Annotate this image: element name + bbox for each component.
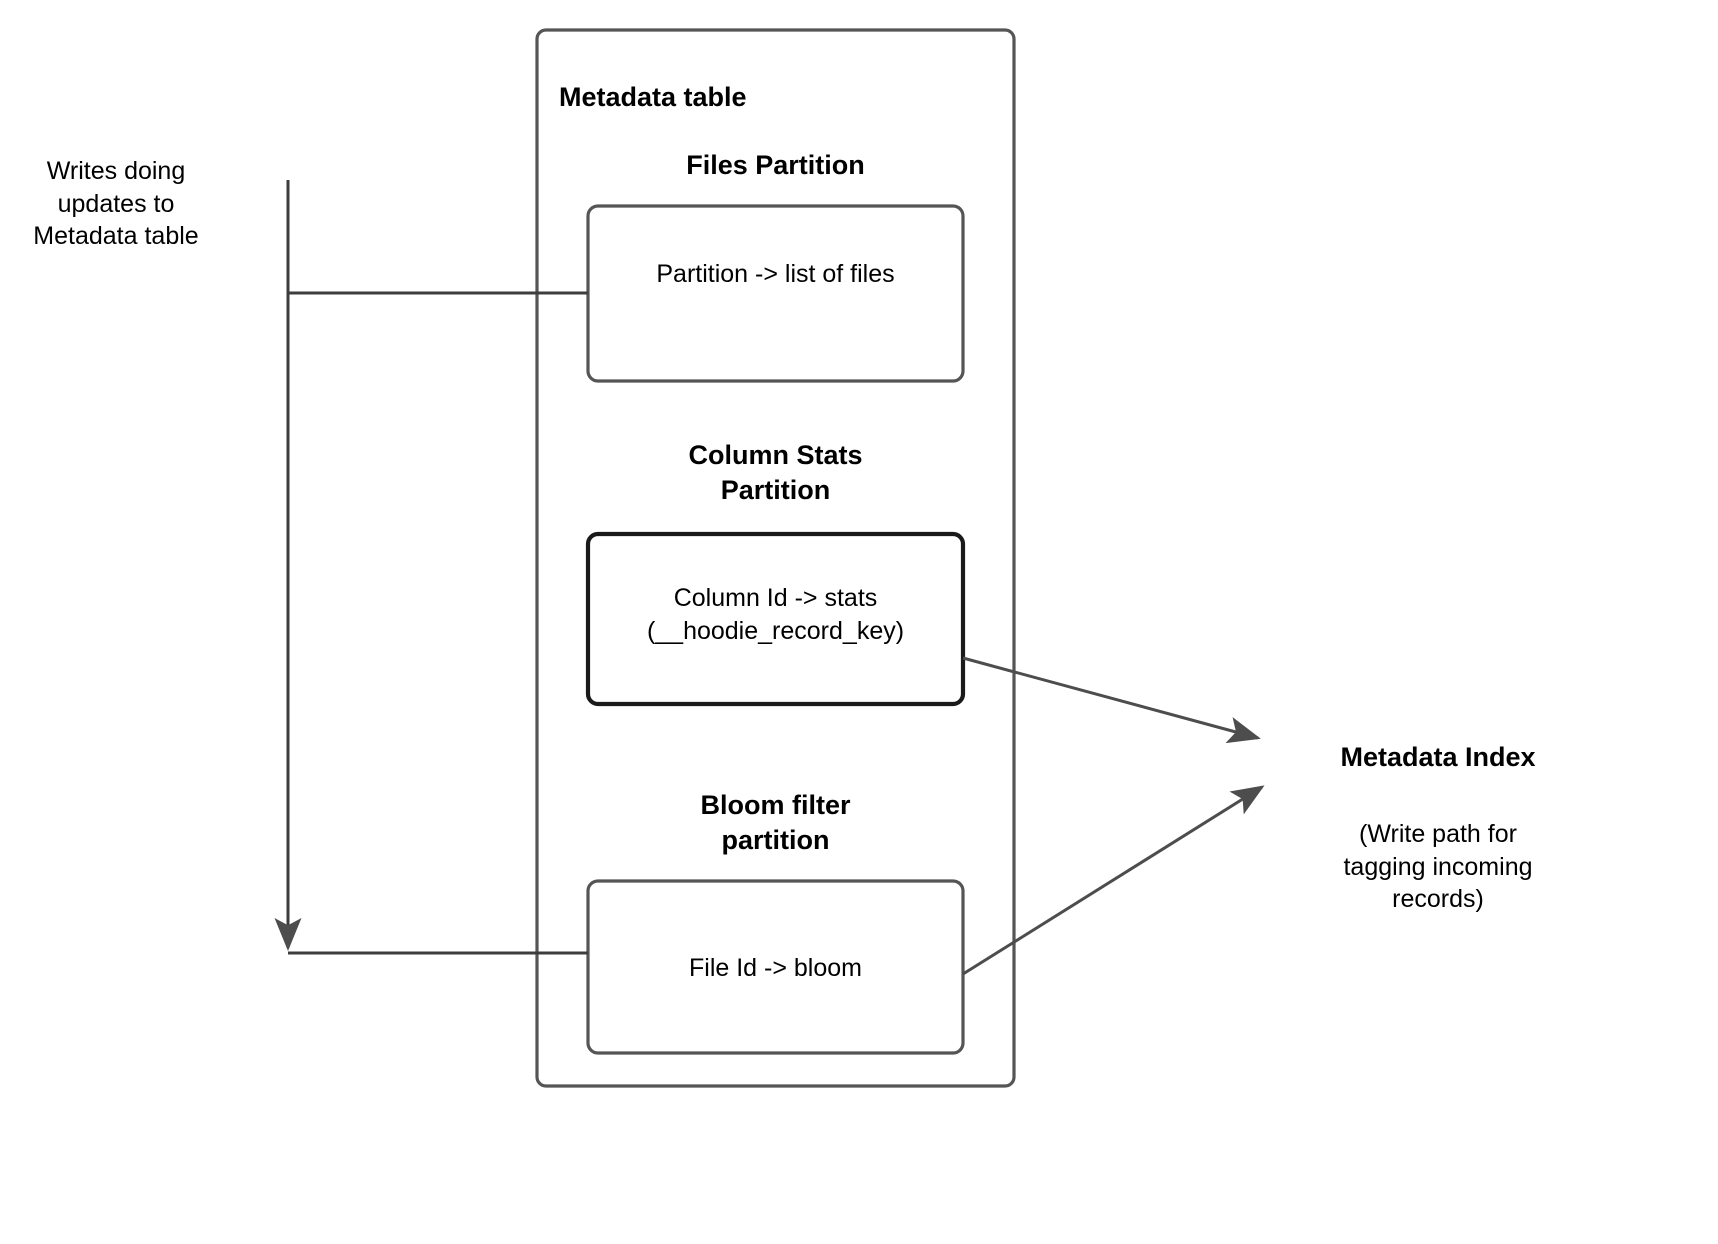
- column-stats-partition-heading: Column Stats Partition: [688, 440, 863, 506]
- metadata-table-label: Metadata table: [559, 82, 747, 112]
- bloom-filter-partition-box: [586, 879, 965, 1055]
- files-partition-box-text: Partition -> list of files: [656, 260, 895, 288]
- files-partition-heading: Files Partition: [686, 150, 865, 180]
- metadata-index-caption: (Write path for tagging incoming records…: [1343, 820, 1533, 913]
- bloom-filter-partition-box-text: File Id -> bloom: [689, 954, 862, 982]
- bloom-filter-partition-heading: Bloom filter partition: [700, 790, 851, 856]
- column-stats-partition-box: [585, 531, 966, 707]
- arrow-colstats-to-index: [962, 656, 1261, 744]
- column-stats-partition-box-text: Column Id -> stats (__hoodie_record_key): [646, 584, 905, 645]
- arrow-bloom-to-index: [962, 785, 1265, 976]
- files-partition-box: [586, 204, 965, 383]
- writes-updates-annotation: Writes doing updates to Metadata table: [33, 157, 199, 250]
- metadata-index-label: Metadata Index: [1340, 742, 1536, 772]
